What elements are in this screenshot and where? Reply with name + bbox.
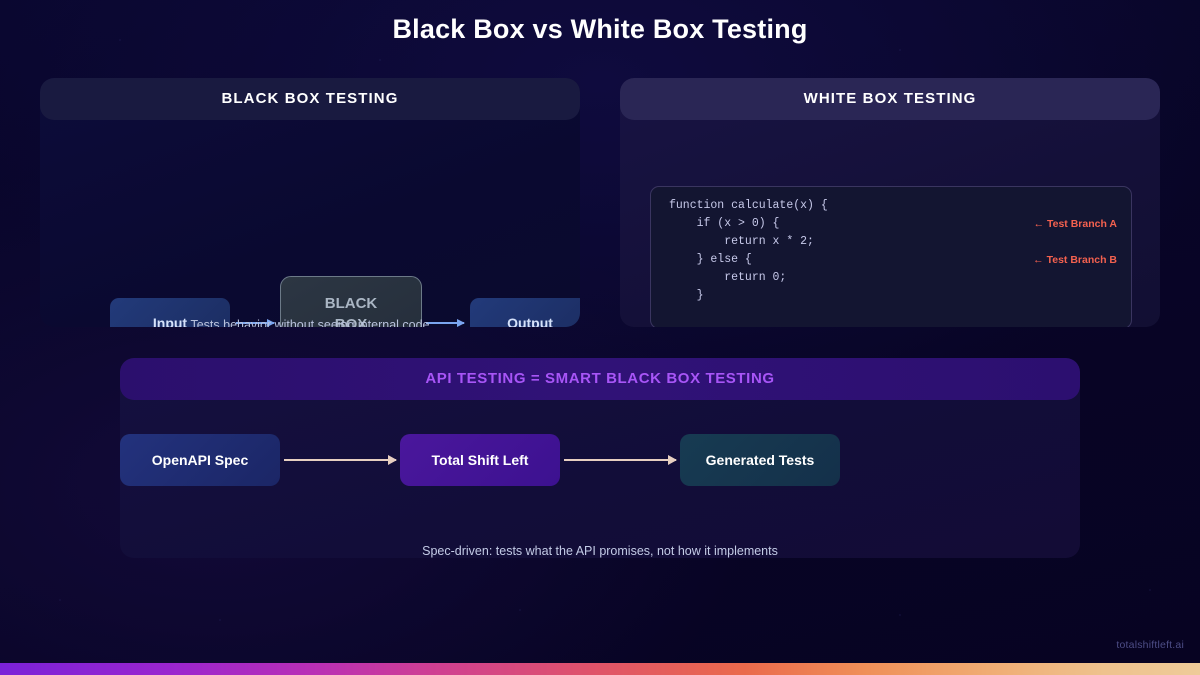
code-line: return x * 2;: [669, 235, 814, 248]
node-black-box-label-line1: BLACK: [324, 295, 378, 313]
white-box-panel-header: WHITE BOX TESTING: [620, 78, 1160, 120]
code-line: } else {: [669, 253, 752, 266]
page-title: Black Box vs White Box Testing: [392, 14, 808, 44]
white-box-panel: WHITE BOX TESTING function calculate(x) …: [620, 78, 1160, 327]
node-total-shift-left-label: Total Shift Left: [431, 452, 529, 468]
node-generated-tests[interactable]: Generated Tests: [680, 434, 840, 486]
watermark: totalshiftleft.ai: [1116, 639, 1184, 651]
arrow-blackbox-to-output-icon: [426, 319, 465, 327]
black-box-caption-primary: Tests behavior without seeing internal c…: [190, 318, 430, 327]
code-line: if (x > 0) {: [669, 217, 780, 230]
node-openapi-spec[interactable]: OpenAPI Spec: [120, 434, 280, 486]
node-black-box-label-line2: BOX: [334, 315, 368, 327]
api-testing-caption-primary: Spec-driven: tests what the API promises…: [422, 544, 778, 558]
node-output[interactable]: Output: [470, 298, 580, 327]
arrow-spec-to-engine-icon: [284, 455, 397, 465]
node-input[interactable]: Input: [110, 298, 230, 327]
branch-note-a: ← Test Branch A: [1033, 218, 1117, 230]
black-box-panel-header: BLACK BOX TESTING: [40, 78, 580, 120]
code-line: function calculate(x) {: [669, 199, 828, 212]
node-openapi-spec-label: OpenAPI Spec: [151, 452, 249, 468]
code-line: return 0;: [669, 271, 787, 284]
code-line: }: [669, 289, 704, 302]
black-box-panel: BLACK BOX TESTING Input BLACK BOX ??? Ou…: [40, 78, 580, 327]
bottom-gradient-bar: [0, 663, 1200, 675]
node-output-label: Output: [507, 315, 553, 327]
node-black-box[interactable]: BLACK BOX ???: [280, 276, 422, 327]
arrow-engine-to-tests-icon: [564, 455, 677, 465]
node-input-label: Input: [152, 315, 188, 327]
api-testing-panel: API TESTING = SMART BLACK BOX TESTING Sp…: [120, 358, 1080, 558]
node-total-shift-left[interactable]: Total Shift Left: [400, 434, 560, 486]
branch-note-b: ← Test Branch B: [1033, 254, 1117, 266]
node-generated-tests-label: Generated Tests: [705, 452, 815, 468]
arrow-input-to-blackbox-icon: [236, 319, 275, 327]
api-testing-panel-header: API TESTING = SMART BLACK BOX TESTING: [120, 358, 1080, 400]
code-block: function calculate(x) { if (x > 0) { ret…: [650, 186, 1132, 327]
